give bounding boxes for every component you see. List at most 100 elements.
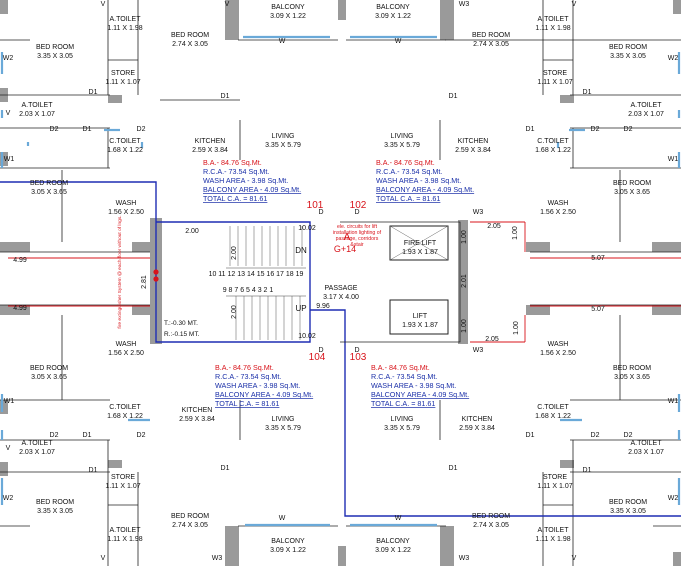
dimension-label: 4.99	[13, 257, 27, 264]
opening-marker: D1	[449, 93, 458, 100]
room-dimension: 3.05 X 3.65	[31, 189, 67, 196]
room-dimension: 1.56 X 2.50	[108, 209, 144, 216]
room-dimension: 1.56 X 2.50	[108, 350, 144, 357]
room-dimension: 2.03 X 1.07	[19, 111, 55, 118]
room-name: KITCHEN	[458, 138, 489, 145]
room-name: STORE	[111, 70, 135, 77]
opening-marker: D	[354, 209, 359, 216]
opening-marker: V	[101, 1, 106, 8]
dimension-label: 10.02	[298, 333, 316, 340]
column-block	[338, 546, 346, 566]
column-block	[652, 242, 681, 252]
opening-marker: D1	[583, 89, 592, 96]
opening-marker: D1	[83, 432, 92, 439]
room-name: BED ROOM	[609, 499, 647, 506]
floors-label: G+14	[334, 244, 356, 254]
room-dimension: 2.59 X 3.84	[459, 425, 495, 432]
opening-marker: W3	[473, 209, 484, 216]
room-name: BALCONY	[376, 4, 410, 11]
opening-marker: D1	[221, 93, 230, 100]
room-dimension: 1.11 X 1.98	[535, 25, 570, 32]
unit-boundary	[310, 309, 681, 517]
wash-area: WASH AREA - 3.98 Sq.Mt.	[215, 381, 300, 390]
dimension-label: 5.07	[591, 255, 605, 262]
room-name: A.TOILET	[631, 440, 663, 447]
room-name: WASH	[548, 341, 569, 348]
dimension-label: 1.00	[461, 230, 468, 244]
room-dimension: 2.03 X 1.07	[19, 449, 55, 456]
column-block	[560, 95, 574, 103]
room-name: A.TOILET	[110, 16, 142, 23]
room-name: C.TOILET	[537, 138, 569, 145]
room-name: BALCONY	[271, 538, 305, 545]
opening-marker: D1	[89, 467, 98, 474]
room-dimension: 3.05 X 3.65	[614, 374, 650, 381]
balcony-area: BALCONY AREA - 4.09 Sq.Mt.	[376, 185, 474, 194]
room-name: A.TOILET	[22, 102, 54, 109]
opening-marker: D1	[221, 465, 230, 472]
column-block	[132, 305, 156, 315]
opening-marker: W	[395, 515, 402, 522]
room-dimension: 3.35 X 3.05	[610, 508, 646, 515]
opening-marker: W2	[3, 55, 14, 62]
wash-area: WASH AREA - 3.98 Sq.Mt.	[371, 381, 456, 390]
opening-marker: D1	[89, 89, 98, 96]
opening-marker: D2	[591, 126, 600, 133]
column-block	[0, 0, 8, 14]
column-block	[0, 152, 8, 166]
opening-marker: D1	[583, 467, 592, 474]
opening-marker: D	[354, 347, 359, 354]
balcony-area: BALCONY AREA - 4.09 Sq.Mt.	[215, 390, 313, 399]
opening-marker: D1	[526, 126, 535, 133]
room-dimension: 2.03 X 1.07	[628, 449, 664, 456]
opening-marker: W3	[459, 1, 470, 8]
opening-marker: W2	[668, 55, 679, 62]
room-name: C.TOILET	[109, 138, 141, 145]
room-name: BED ROOM	[472, 32, 510, 39]
balcony-area: BALCONY AREA - 4.09 Sq.Mt.	[371, 390, 469, 399]
fire-equipment-marker	[153, 269, 159, 275]
total-area: TOTAL C.A. = 81.61	[215, 399, 279, 408]
column-block	[526, 242, 550, 252]
note-line: ele. circuits for lift	[337, 224, 378, 230]
opening-marker: D2	[137, 126, 146, 133]
column-block	[673, 0, 681, 14]
opening-marker: W	[279, 38, 286, 45]
opening-marker: W1	[4, 398, 15, 405]
opening-marker: W	[279, 515, 286, 522]
dimension-label: 2.00	[185, 228, 199, 235]
opening-marker: D	[318, 209, 323, 216]
room-dimension: 1.11 X 1.07	[105, 483, 140, 490]
room-dimension: 3.05 X 3.65	[31, 374, 67, 381]
room-name: LIFT	[413, 313, 428, 320]
opening-marker: W1	[668, 398, 679, 405]
opening-marker: D1	[83, 126, 92, 133]
note-line: installation lighting of	[333, 230, 382, 236]
column-block	[225, 526, 239, 566]
room-name: BED ROOM	[472, 513, 510, 520]
room-dimension: 2.74 X 3.05	[473, 41, 509, 48]
column-block	[560, 460, 574, 468]
room-dimension: 3.35 X 5.79	[384, 142, 420, 149]
room-name: LIVING	[272, 133, 295, 140]
room-dimension: 1.11 X 1.98	[107, 25, 142, 32]
room-name: PASSAGE	[325, 285, 358, 292]
lift-shaft	[389, 299, 449, 335]
room-dimension: 3.35 X 3.05	[610, 53, 646, 60]
room-name: BALCONY	[271, 4, 305, 11]
room-dimension: 2.59 X 3.84	[179, 416, 215, 423]
room-dimension: 1.93 X 1.87	[402, 249, 438, 256]
room-dimension: 2.59 X 3.84	[455, 147, 491, 154]
opening-marker: D2	[591, 432, 600, 439]
room-dimension: 3.17 X 4.00	[323, 294, 359, 301]
stair-steps-upper: 10 11 12 13 14 15 16 17 18 19	[209, 271, 304, 278]
room-dimension: 1.93 X 1.87	[402, 322, 438, 329]
dimension-label: 2.00	[231, 305, 238, 319]
room-dimension: 3.09 X 1.22	[270, 13, 306, 20]
dimension-label: 5.07	[591, 306, 605, 313]
dimension-label: 2.05	[487, 223, 501, 230]
opening-marker: D2	[50, 432, 59, 439]
room-name: LIVING	[391, 416, 414, 423]
